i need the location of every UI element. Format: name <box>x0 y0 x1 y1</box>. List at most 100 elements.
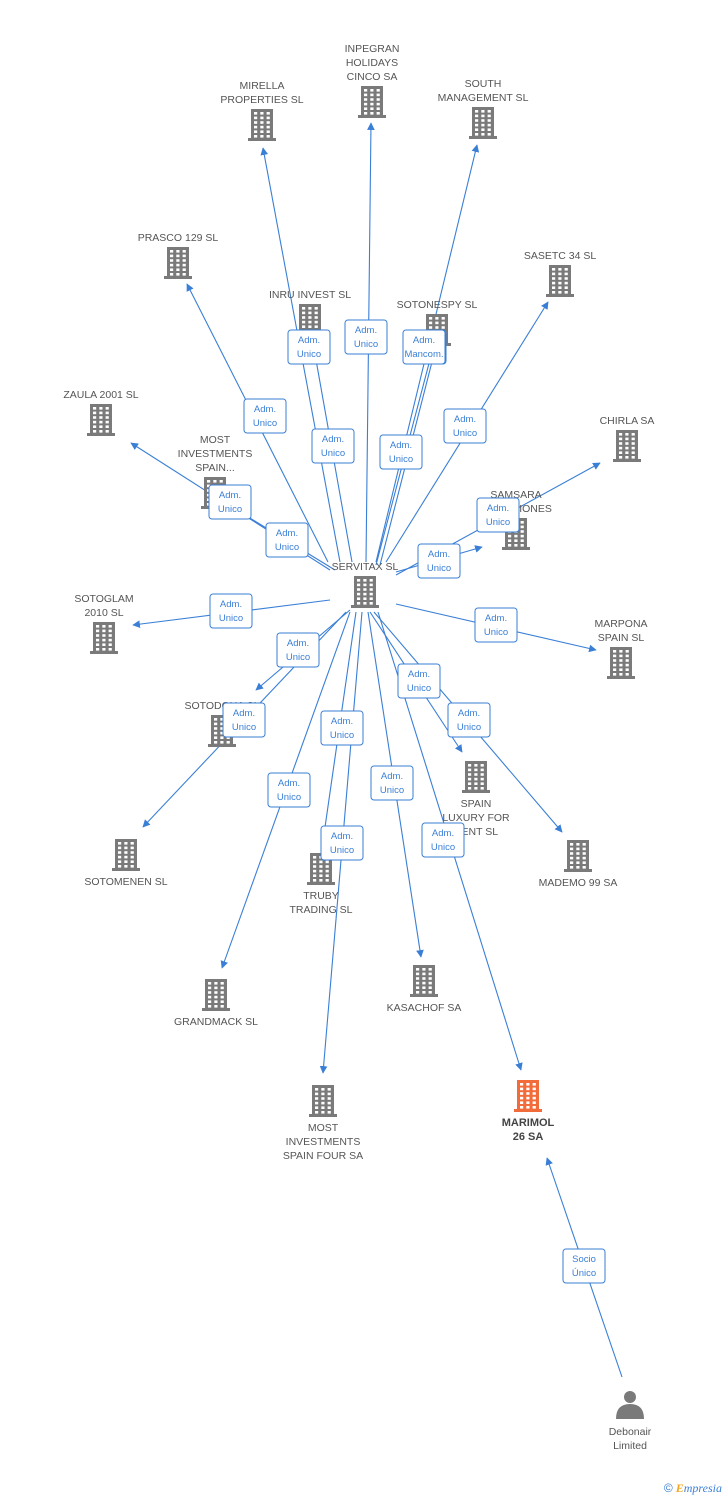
relation-badge[interactable]: Adm.Unico <box>474 607 518 643</box>
building-icon[interactable] <box>87 404 115 436</box>
building-icon[interactable] <box>564 840 592 872</box>
building-window <box>130 865 134 868</box>
copyright-symbol: © <box>663 1481 673 1495</box>
building-window <box>369 602 373 605</box>
relation-badge[interactable]: Adm.Unico <box>421 822 465 858</box>
relation-badge[interactable]: Adm.Unico <box>287 329 331 365</box>
building-window <box>93 425 97 428</box>
building-base <box>112 868 140 871</box>
building-window <box>266 130 270 133</box>
building-window <box>532 1092 536 1095</box>
building-window <box>357 579 361 582</box>
building-window <box>260 112 264 115</box>
building-window <box>260 125 264 129</box>
building-window <box>176 254 180 258</box>
node-kasachof[interactable]: KASACHOF SA <box>387 965 462 1014</box>
relation-badge[interactable]: Adm.Unico <box>379 434 423 470</box>
building-window <box>182 263 186 267</box>
relation-badge[interactable]: Adm.Unico <box>222 702 266 738</box>
person-icon[interactable] <box>616 1391 644 1419</box>
building-window <box>487 123 491 127</box>
building-icon[interactable] <box>309 1085 337 1117</box>
building-window <box>124 851 128 854</box>
building-window <box>631 433 635 436</box>
node-servitax[interactable]: SERVITAX SL <box>332 561 399 608</box>
building-icon[interactable] <box>607 647 635 679</box>
building-window <box>422 968 426 971</box>
relation-badge[interactable]: Adm.Unico <box>417 543 461 579</box>
node-label: SOTOMENEN SL <box>84 876 167 888</box>
badge-text: Unico <box>484 627 508 638</box>
building-window <box>508 544 512 547</box>
building-window <box>357 602 361 605</box>
badge-text: Unico <box>277 792 301 803</box>
building-window <box>102 629 106 633</box>
relation-badge[interactable]: Adm.Unico <box>447 702 491 738</box>
building-window <box>124 860 128 863</box>
relation-badge[interactable]: Adm.Unico <box>276 632 320 668</box>
relation-badge[interactable]: Adm.Unico <box>370 765 414 801</box>
building-window <box>487 119 491 122</box>
badge-box <box>562 1248 606 1284</box>
building-window <box>435 321 439 325</box>
node-label: TRUBY <box>303 890 339 902</box>
node-mademo[interactable]: MADEMO 99 SA <box>539 840 618 889</box>
building-window <box>208 991 212 994</box>
building-window <box>363 588 367 591</box>
building-icon[interactable] <box>202 979 230 1011</box>
relation-badge[interactable]: Adm.Unico <box>476 497 520 533</box>
building-icon[interactable] <box>112 839 140 871</box>
relation-badge[interactable]: Adm.Unico <box>267 772 311 808</box>
node-sotomenen[interactable]: SOTOMENEN SL <box>84 839 168 888</box>
building-icon[interactable] <box>164 247 192 279</box>
building-icon[interactable] <box>410 965 438 997</box>
building-icon[interactable] <box>462 761 490 793</box>
building-icon[interactable] <box>546 265 574 297</box>
relation-badge[interactable]: Adm.Unico <box>209 593 253 629</box>
building-icon[interactable] <box>90 622 118 654</box>
building-window <box>214 736 218 739</box>
building-icon[interactable] <box>613 430 641 462</box>
badge-text: Unico <box>286 652 310 663</box>
relation-badge[interactable]: Adm.Unico <box>320 825 364 861</box>
focus-building-icon[interactable] <box>514 1080 542 1112</box>
relation-badge[interactable]: Adm.Unico <box>344 319 388 355</box>
node-prasco[interactable]: PRASCO 129 SL <box>138 232 219 279</box>
building-icon[interactable] <box>469 107 497 139</box>
building-icon[interactable] <box>248 109 276 141</box>
node-inru[interactable]: INRU INVEST SL <box>269 289 351 336</box>
relation-badge[interactable]: Adm.Unico <box>243 398 287 434</box>
relation-badge[interactable]: Adm.Unico <box>397 663 441 699</box>
node-label: RENT SL <box>454 826 498 838</box>
relation-badge[interactable]: Adm.Mancom. <box>402 329 446 365</box>
node-grandmack[interactable]: GRANDMACK SL <box>174 979 258 1028</box>
node-chirla[interactable]: CHIRLA SA <box>600 415 655 462</box>
node-zaula[interactable]: ZAULA 2001 SL <box>63 389 139 436</box>
node-sasetc[interactable]: SASETC 34 SL <box>524 250 597 297</box>
node-label: SPAIN SL <box>598 632 645 644</box>
building-window <box>254 121 258 124</box>
building-window <box>370 102 374 106</box>
building-icon[interactable] <box>351 576 379 608</box>
relation-badge[interactable]: Adm.Unico <box>311 428 355 464</box>
relation-badge[interactable]: Adm.Unico <box>320 710 364 746</box>
building-icon[interactable] <box>358 86 386 118</box>
relation-badge[interactable]: Adm.Unico <box>208 484 252 520</box>
building-window <box>526 1087 530 1091</box>
relation-badge[interactable]: Adm.Unico <box>265 522 309 558</box>
relation-badge[interactable]: Adm.Unico <box>443 408 487 444</box>
building-window <box>99 425 103 428</box>
building-window <box>416 981 420 985</box>
building-window <box>99 420 103 424</box>
